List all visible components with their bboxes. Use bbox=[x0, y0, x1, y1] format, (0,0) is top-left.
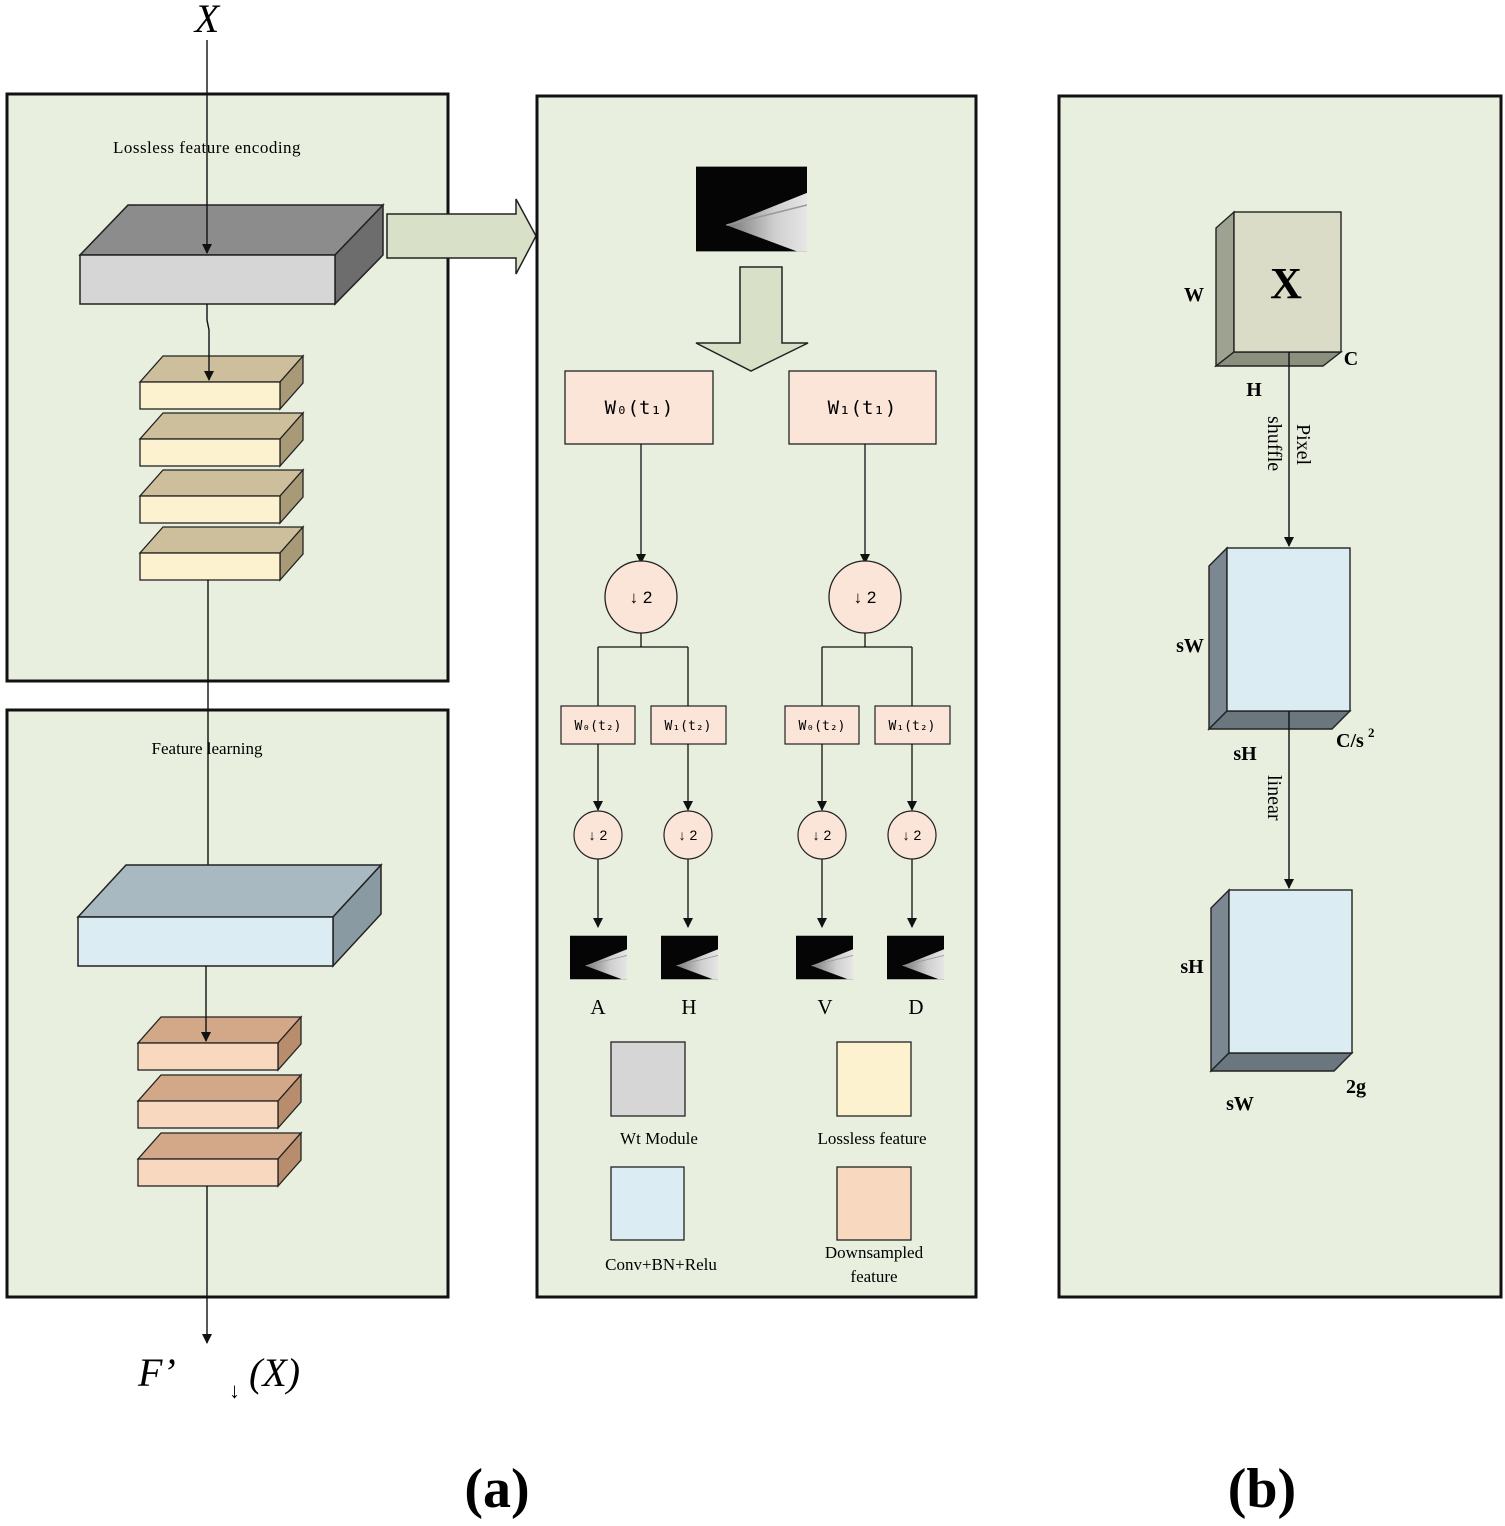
input-tensor: X bbox=[1213, 210, 1344, 368]
output-label: F’ ↓ (X) bbox=[137, 1350, 300, 1403]
legend-label-downsampled-2: feature bbox=[850, 1267, 897, 1286]
svg-text:W₁(t₂): W₁(t₂) bbox=[665, 719, 712, 734]
downsample-l2-3: ↓ 2 bbox=[797, 810, 847, 860]
op-linear-label: linear bbox=[1263, 775, 1285, 821]
conv-bn-relu-block bbox=[76, 863, 383, 968]
learning-panel bbox=[5, 708, 450, 1299]
svg-text:W₀(t₂): W₀(t₂) bbox=[575, 719, 622, 734]
branch-left bbox=[597, 633, 689, 706]
svg-text:C/s: C/s bbox=[1336, 730, 1364, 752]
out-tensor-c: 2g bbox=[1346, 1076, 1366, 1098]
input-tensor-symbol: X bbox=[1270, 259, 1302, 308]
legend: Wt Module Lossless feature Conv+BN+Relu … bbox=[605, 1041, 927, 1286]
caption-b: (b) bbox=[1228, 1458, 1296, 1520]
downsample-l2-1: ↓ 2 bbox=[573, 810, 623, 860]
downsampled-slab-3 bbox=[136, 1131, 303, 1188]
subband-label-h: H bbox=[681, 995, 696, 1019]
subband-image-d bbox=[887, 935, 944, 980]
caption-a: (a) bbox=[464, 1458, 529, 1520]
legend-swatch-wt-module bbox=[610, 1041, 686, 1117]
legend-label-conv: Conv+BN+Relu bbox=[605, 1255, 717, 1274]
subband-label-v: V bbox=[817, 995, 832, 1019]
svg-text:W₁(t₂): W₁(t₂) bbox=[889, 719, 936, 734]
shuffled-tensor bbox=[1207, 546, 1352, 731]
level3-arrows bbox=[593, 859, 917, 928]
filter-w1-t2-a: W₁(t₂) bbox=[650, 705, 727, 745]
out-tensor-w: sW bbox=[1226, 1093, 1254, 1115]
level2-arrows bbox=[593, 744, 917, 811]
downsample-l2-2: ↓ 2 bbox=[663, 810, 713, 860]
subband-label-a: A bbox=[590, 995, 606, 1019]
svg-text:W₀(t₁): W₀(t₁) bbox=[605, 397, 674, 419]
downsample-right-l1: ↓ 2 bbox=[828, 560, 902, 634]
lossless-slab-1 bbox=[138, 354, 305, 411]
legend-swatch-lossless bbox=[836, 1041, 912, 1117]
filter-w1-t2-b: W₁(t₂) bbox=[874, 705, 951, 745]
svg-text:↓: ↓ bbox=[229, 1378, 240, 1403]
input-image bbox=[696, 165, 807, 253]
lossless-feature-stack bbox=[138, 354, 305, 582]
input-x-label: X bbox=[193, 0, 221, 41]
svg-text:2: 2 bbox=[1368, 725, 1375, 740]
input-tensor-c: C bbox=[1344, 348, 1358, 370]
wt-module-block bbox=[78, 203, 385, 306]
legend-label-downsampled-1: Downsampled bbox=[825, 1243, 924, 1262]
downsampled-slab-2 bbox=[136, 1073, 303, 1130]
svg-text:W₀(t₂): W₀(t₂) bbox=[799, 719, 846, 734]
downsample-l2-4: ↓ 2 bbox=[887, 810, 937, 860]
mid-tensor-h: sH bbox=[1233, 743, 1257, 765]
filter-w0-t1: W₀(t₁) bbox=[564, 370, 714, 445]
lossless-slab-4 bbox=[138, 525, 305, 582]
filter-w1-t1: W₁(t₁) bbox=[788, 370, 937, 445]
svg-text:↓ 2: ↓ 2 bbox=[589, 827, 608, 843]
lossless-slab-3 bbox=[138, 468, 305, 525]
subband-image-h bbox=[661, 935, 718, 980]
out-tensor-h: sH bbox=[1180, 956, 1204, 978]
svg-text:↓ 2: ↓ 2 bbox=[679, 827, 698, 843]
input-tensor-w: W bbox=[1184, 284, 1204, 306]
subband-image-a bbox=[570, 935, 627, 980]
mid-tensor-c: C/s 2 bbox=[1336, 725, 1375, 752]
downsample-left-l1: ↓ 2 bbox=[604, 560, 678, 634]
down-block-arrow bbox=[695, 266, 809, 372]
branch-right bbox=[821, 633, 913, 706]
svg-text:↓ 2: ↓ 2 bbox=[630, 588, 653, 607]
svg-text:W₁(t₁): W₁(t₁) bbox=[828, 397, 897, 419]
subband-label-d: D bbox=[908, 995, 923, 1019]
svg-text:↓ 2: ↓ 2 bbox=[903, 827, 922, 843]
op-pixel-label: Pixel bbox=[1292, 424, 1314, 466]
filter-w0-t2-b: W₀(t₂) bbox=[784, 705, 860, 745]
op-shuffle-label: shuffle bbox=[1263, 416, 1285, 471]
legend-swatch-conv bbox=[610, 1166, 685, 1241]
svg-text:↓ 2: ↓ 2 bbox=[813, 827, 832, 843]
mid-tensor-w: sW bbox=[1176, 635, 1204, 657]
subband-image-v bbox=[796, 935, 853, 980]
lossless-slab-2 bbox=[138, 411, 305, 468]
legend-label-lossless: Lossless feature bbox=[817, 1129, 926, 1148]
legend-label-wt-module: Wt Module bbox=[620, 1129, 698, 1148]
downsampled-slab-1 bbox=[136, 1015, 303, 1072]
filter-w0-t2-a: W₀(t₂) bbox=[560, 705, 636, 745]
feature-learning-label: Feature learning bbox=[152, 739, 263, 758]
input-tensor-h: H bbox=[1246, 379, 1262, 401]
expand-arrow bbox=[386, 198, 537, 275]
output-tensor bbox=[1209, 888, 1354, 1073]
svg-text:F’: F’ bbox=[137, 1350, 176, 1395]
svg-text:(X): (X) bbox=[249, 1350, 300, 1395]
downsampled-feature-stack bbox=[136, 1015, 303, 1188]
svg-text:↓ 2: ↓ 2 bbox=[854, 588, 877, 607]
legend-swatch-downsampled bbox=[836, 1166, 912, 1241]
flow-wt-to-lossless bbox=[204, 304, 214, 381]
